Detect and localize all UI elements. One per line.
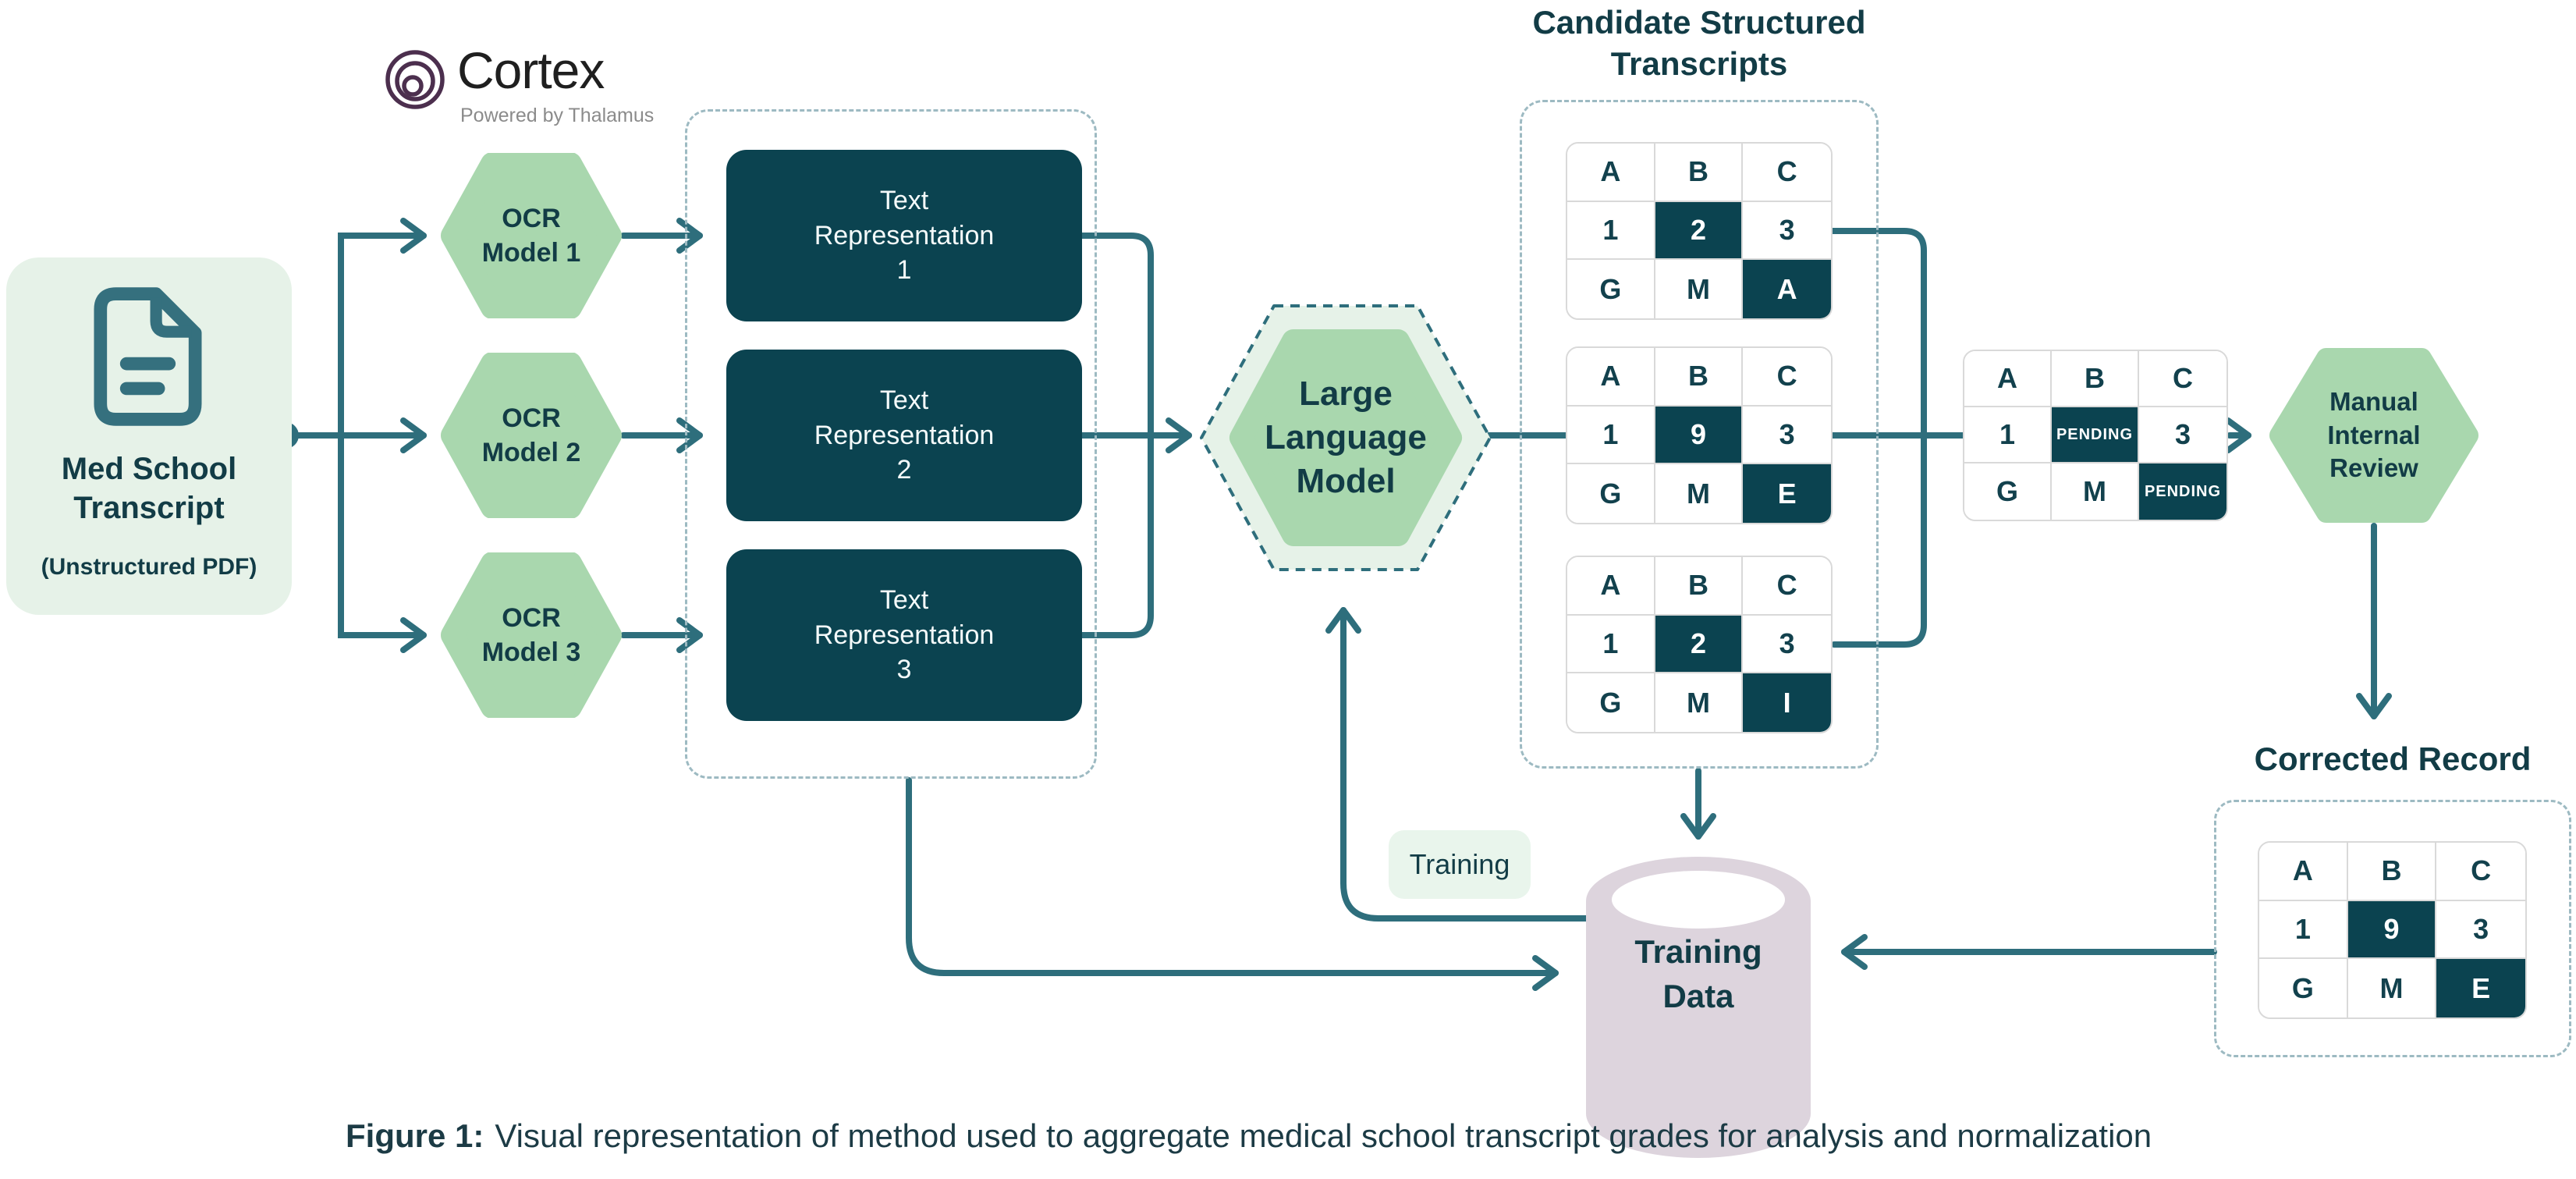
grade-cell: A xyxy=(1567,348,1655,407)
manual-internal-review-node: Manual Internal Review xyxy=(2266,348,2482,523)
wire-trainingdata-to-llm xyxy=(1325,607,1590,922)
grade-cell: 3 xyxy=(2139,407,2227,463)
grade-cell-highlighted: 9 xyxy=(2347,900,2437,960)
text-representation-3-box: Text Representation 3 xyxy=(726,549,1082,721)
grade-cell-highlighted: 2 xyxy=(1655,201,1744,261)
grade-cell: M xyxy=(2347,959,2437,1017)
text-representations-group xyxy=(685,109,1097,779)
grade-cell: C xyxy=(2139,351,2227,407)
grade-cell: C xyxy=(2436,843,2525,901)
grade-cell-highlighted: E xyxy=(2436,959,2525,1017)
text-representation-3-label: Text Representation 3 xyxy=(814,584,995,685)
grade-cell: A xyxy=(1567,144,1655,202)
candidate-transcripts-title: Candidate Structured Transcripts xyxy=(1532,4,1866,83)
candidate-transcripts-group xyxy=(1520,100,1879,769)
grade-cell: M xyxy=(1655,464,1744,523)
training-data-cylinder xyxy=(1586,857,1811,1158)
grade-cell: B xyxy=(2052,351,2139,407)
grade-cell-highlighted: 2 xyxy=(1655,615,1744,674)
grade-cell: B xyxy=(1655,557,1744,616)
figure-caption: Figure 1: Visual representation of method… xyxy=(346,1117,2468,1155)
grade-cell: A xyxy=(1567,557,1655,616)
manual-internal-review-label: Manual Internal Review xyxy=(2327,386,2421,483)
figure-caption-prefix: Figure 1: xyxy=(346,1117,484,1154)
grade-cell-highlighted: E xyxy=(1743,464,1831,523)
figure-caption-text: Visual representation of method used to … xyxy=(495,1117,2152,1154)
grade-cell: A xyxy=(1964,351,2052,407)
source-card-title: Med School Transcript xyxy=(61,452,237,525)
grade-cell: 3 xyxy=(1743,406,1831,465)
grade-cell: G xyxy=(1567,464,1655,523)
cortex-logo-icon xyxy=(385,50,445,109)
text-representation-2-box: Text Representation 2 xyxy=(726,350,1082,521)
grade-cell: M xyxy=(1655,260,1744,318)
corrected-record-group xyxy=(2214,800,2571,1057)
grade-cell: 1 xyxy=(1964,407,2052,463)
grade-cell: B xyxy=(1655,144,1744,202)
hexagon-shape xyxy=(441,353,622,518)
grade-cell-highlighted: A xyxy=(1743,260,1831,318)
grade-cell: 3 xyxy=(1743,201,1831,261)
hexagon-shape xyxy=(441,153,622,318)
document-icon xyxy=(94,287,202,426)
grade-cell-highlighted: PENDING xyxy=(2052,407,2139,463)
med-school-transcript-card: Med School Transcript (Unstructured PDF) xyxy=(6,257,292,615)
grade-cell: B xyxy=(2347,843,2437,901)
grade-cell-highlighted: PENDING xyxy=(2139,463,2227,520)
grade-cell: B xyxy=(1655,348,1744,407)
source-card-subtitle: (Unstructured PDF) xyxy=(41,554,257,580)
grade-cell: G xyxy=(1964,463,2052,520)
grade-cell: C xyxy=(1743,348,1831,407)
wire-source-to-ocr1 xyxy=(338,218,427,439)
grade-cell: M xyxy=(1655,673,1744,732)
logo-wordmark: Cortex xyxy=(457,41,605,99)
grade-cell: 1 xyxy=(1567,406,1655,465)
text-representation-2-label: Text Representation 2 xyxy=(814,385,995,485)
hexagon-shape xyxy=(2269,348,2478,523)
grade-cell: 3 xyxy=(2436,900,2525,960)
grade-cell: 1 xyxy=(2259,900,2348,960)
llm-hexagon-shape xyxy=(1200,304,1492,571)
grade-cell-highlighted: 9 xyxy=(1655,406,1744,465)
grade-cell: 1 xyxy=(1567,201,1655,261)
grade-cell: G xyxy=(1567,260,1655,318)
wire-source-to-ocr3 xyxy=(338,432,427,653)
grade-cell-highlighted: I xyxy=(1743,673,1831,732)
grade-cell: A xyxy=(2259,843,2348,901)
hexagon-shape xyxy=(441,552,622,718)
grade-cell: G xyxy=(2259,959,2348,1017)
training-tag: Training xyxy=(1389,830,1531,899)
grade-cell: 1 xyxy=(1567,615,1655,674)
text-representation-1-box: Text Representation 1 xyxy=(726,150,1082,321)
corrected-record-title: Corrected Record xyxy=(2254,740,2532,777)
grade-cell: G xyxy=(1567,673,1655,732)
grade-cell: C xyxy=(1743,557,1831,616)
logo-tagline: Powered by Thalamus xyxy=(460,105,655,126)
grade-cell: C xyxy=(1743,144,1831,202)
wire-textreps-to-trainingdata xyxy=(906,777,1559,991)
grade-cell: 3 xyxy=(1743,615,1831,674)
text-representation-1-label: Text Representation 1 xyxy=(814,185,995,286)
grade-cell: M xyxy=(2052,463,2139,520)
